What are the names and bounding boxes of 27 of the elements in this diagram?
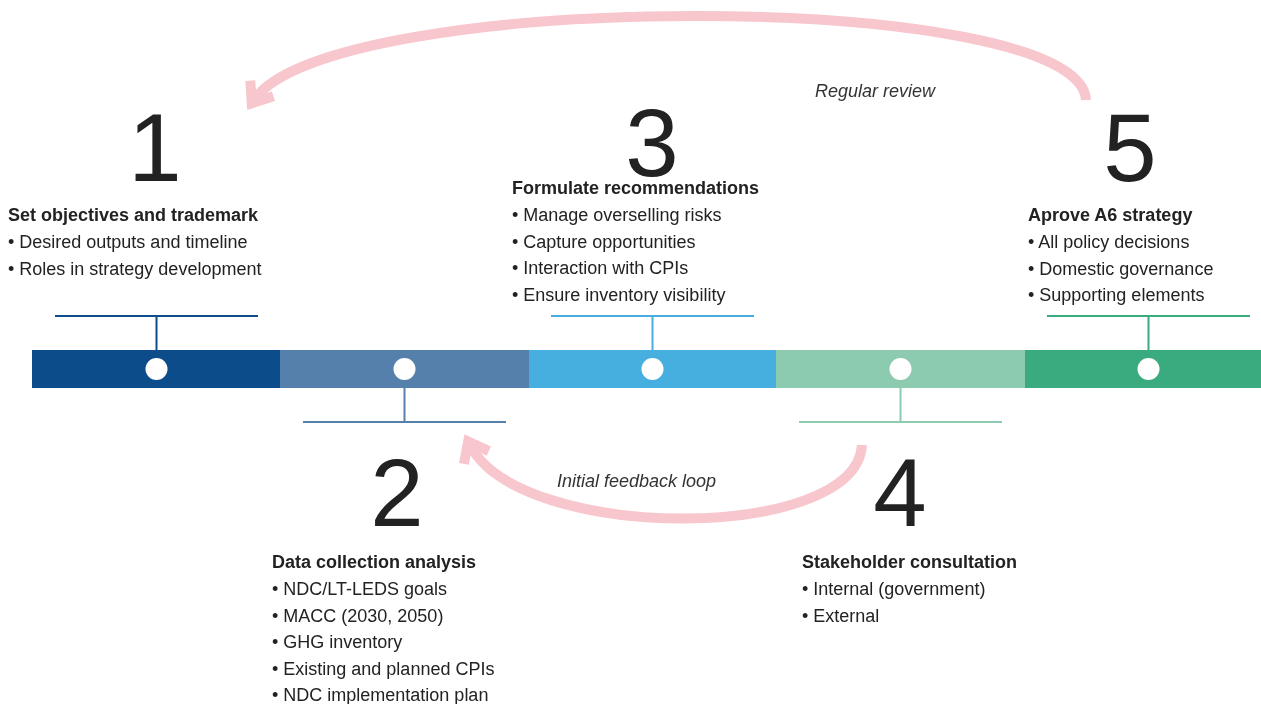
bullet-item: • Internal (government) bbox=[802, 578, 986, 601]
stage-number: 1 bbox=[128, 94, 182, 201]
bullet-item: • NDC implementation plan bbox=[272, 684, 489, 704]
bullet-item: • NDC/LT-LEDS goals bbox=[272, 578, 448, 601]
bullet-item: • Supporting elements bbox=[1028, 284, 1205, 307]
bullet-item: • Ensure inventory visibility bbox=[512, 283, 726, 307]
stage-number: 5 bbox=[1103, 94, 1157, 201]
stage-heading: Stakeholder consultation bbox=[802, 551, 1018, 574]
stage-heading: Aprove A6 strategy bbox=[1028, 204, 1193, 227]
bullet-item: • MACC (2030, 2050) bbox=[272, 604, 444, 628]
bullet-item: • External bbox=[802, 604, 880, 628]
bullet-item: • Capture opportunities bbox=[512, 230, 696, 254]
stage-number: 4 bbox=[873, 439, 927, 546]
bullet-item: • GHG inventory bbox=[272, 631, 403, 654]
bullet-item: • Existing and planned CPIs bbox=[272, 657, 495, 681]
bullet-item: • Roles in strategy development bbox=[8, 257, 262, 281]
loop-arrow bbox=[245, 11, 1091, 108]
bullet-item: • Manage overselling risks bbox=[512, 204, 722, 227]
stage-heading: Set objectives and trademark bbox=[8, 204, 259, 227]
bullet-item: • Interaction with CPIs bbox=[512, 257, 689, 280]
loop-arrow bbox=[462, 436, 867, 524]
bullet-item: • All policy decisions bbox=[1028, 231, 1190, 254]
stage-heading: Formulate recommendations bbox=[512, 177, 760, 200]
bullet-item: • Domestic governance bbox=[1028, 257, 1214, 281]
stage-number: 2 bbox=[370, 439, 424, 546]
bullet-item: • Desired outputs and timeline bbox=[8, 231, 248, 254]
stage-heading: Data collection analysis bbox=[272, 551, 477, 574]
